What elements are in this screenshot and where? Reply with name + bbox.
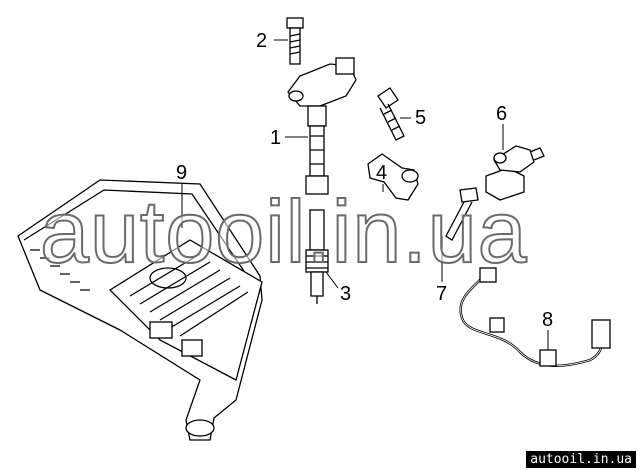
leader-lines bbox=[181, 39, 549, 350]
spark-plug-part-3 bbox=[305, 209, 329, 304]
callout-7: 7 bbox=[436, 283, 448, 305]
callout-1: 1 bbox=[270, 127, 282, 149]
callout-8: 8 bbox=[542, 309, 554, 331]
sensor-part-6 bbox=[485, 145, 545, 201]
bolt-part-7 bbox=[445, 187, 479, 241]
position-sensor-part-4 bbox=[367, 153, 419, 201]
control-unit-part-9 bbox=[17, 179, 263, 441]
ignition-coil-part-1 bbox=[287, 57, 357, 195]
watermark-text: autooil.in.ua bbox=[39, 182, 528, 281]
callout-5: 5 bbox=[415, 107, 427, 129]
site-label: autooil.in.ua bbox=[526, 451, 636, 468]
callout-3: 3 bbox=[340, 283, 352, 305]
wiring-harness-part-8 bbox=[459, 267, 611, 367]
callout-4: 4 bbox=[376, 162, 388, 184]
bolt-part-5 bbox=[377, 87, 405, 141]
callout-9: 9 bbox=[176, 162, 188, 184]
callout-2: 2 bbox=[256, 30, 268, 52]
callout-6: 6 bbox=[496, 103, 508, 125]
bolt-part-2 bbox=[286, 17, 304, 65]
